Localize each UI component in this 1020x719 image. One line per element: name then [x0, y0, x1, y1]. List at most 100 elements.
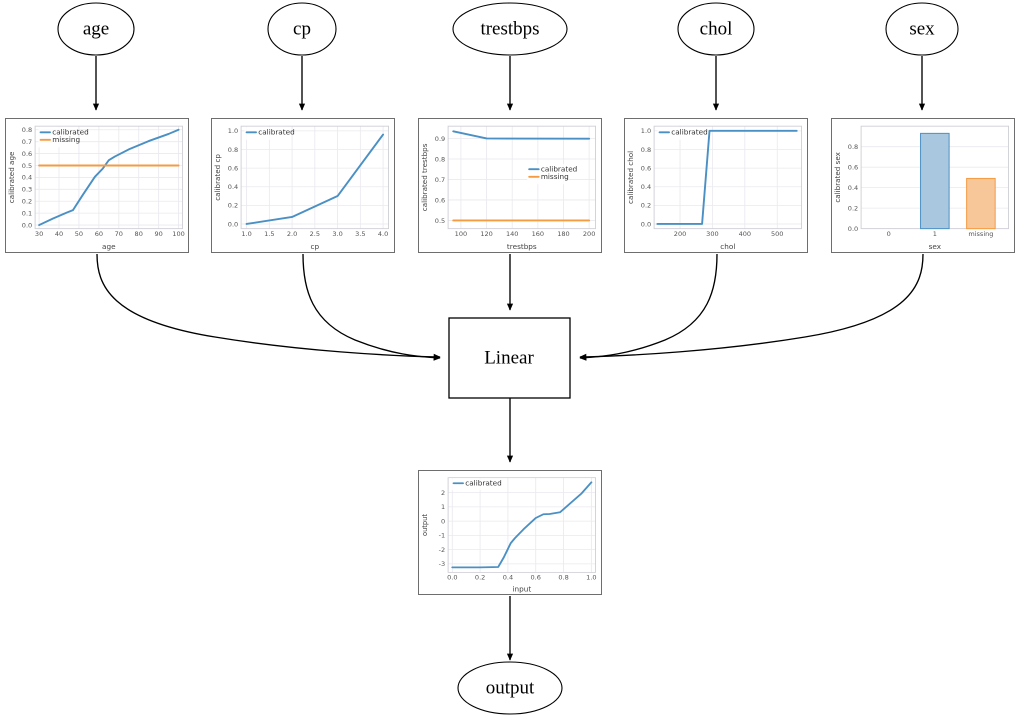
svg-text:0.1: 0.1	[22, 210, 32, 218]
svg-text:0.6: 0.6	[531, 575, 541, 582]
svg-text:300: 300	[706, 230, 718, 238]
svg-text:missing: missing	[52, 135, 80, 144]
svg-text:30: 30	[35, 230, 43, 238]
svg-text:1.0: 1.0	[241, 230, 251, 238]
svg-text:0.6: 0.6	[641, 164, 651, 172]
svg-text:0.9: 0.9	[435, 135, 445, 143]
svg-text:0: 0	[441, 518, 445, 525]
svg-text:0.7: 0.7	[435, 176, 445, 184]
svg-text:200: 200	[674, 230, 686, 238]
node-chol-label: chol	[700, 18, 733, 39]
svg-text:2.0: 2.0	[287, 230, 297, 238]
svg-text:0.2: 0.2	[22, 198, 32, 206]
svg-text:0.4: 0.4	[848, 184, 858, 192]
svg-text:0.4: 0.4	[228, 183, 238, 191]
svg-text:500: 500	[771, 230, 783, 238]
svg-text:0.0: 0.0	[22, 221, 32, 229]
node-chol[interactable]: chol	[677, 2, 755, 56]
svg-text:1: 1	[441, 504, 445, 511]
svg-text:-1: -1	[439, 533, 446, 540]
svg-text:0: 0	[887, 230, 891, 238]
node-cp[interactable]: cp	[267, 2, 337, 56]
svg-text:0.6: 0.6	[228, 164, 238, 172]
svg-text:0.8: 0.8	[641, 146, 651, 154]
svg-text:calibrated: calibrated	[258, 128, 294, 137]
node-cp-label: cp	[293, 18, 311, 39]
svg-text:0.2: 0.2	[641, 202, 651, 210]
svg-text:calibrated age: calibrated age	[7, 151, 16, 203]
svg-text:0.3: 0.3	[22, 186, 32, 194]
svg-text:calibrated trestbps: calibrated trestbps	[420, 143, 429, 211]
svg-text:0.6: 0.6	[22, 150, 32, 158]
svg-text:calibrated: calibrated	[541, 165, 577, 174]
svg-text:missing: missing	[968, 230, 993, 238]
svg-text:-3: -3	[439, 561, 446, 568]
svg-text:3.0: 3.0	[332, 230, 342, 238]
svg-text:calibrated: calibrated	[52, 128, 88, 137]
svg-text:0.2: 0.2	[848, 205, 858, 213]
svg-text:0.8: 0.8	[228, 146, 238, 154]
svg-text:180: 180	[557, 230, 569, 238]
svg-text:0.0: 0.0	[228, 220, 238, 228]
svg-text:400: 400	[739, 230, 751, 238]
svg-text:0.2: 0.2	[228, 202, 238, 210]
node-trestbps[interactable]: trestbps	[452, 2, 568, 56]
svg-text:1.0: 1.0	[228, 127, 238, 135]
svg-text:0.4: 0.4	[641, 183, 651, 191]
svg-text:cp: cp	[311, 242, 320, 251]
svg-text:120: 120	[480, 230, 492, 238]
svg-text:calibrated chol: calibrated chol	[626, 151, 635, 204]
svg-text:chol: chol	[720, 242, 735, 251]
svg-text:70: 70	[115, 230, 123, 238]
node-output[interactable]: output	[457, 661, 563, 715]
svg-text:0.8: 0.8	[22, 126, 32, 134]
edge-sex-chart-to-linear	[579, 253, 924, 360]
svg-text:0.0: 0.0	[447, 575, 457, 582]
svg-text:100: 100	[455, 230, 467, 238]
svg-text:1.0: 1.0	[641, 127, 651, 135]
svg-text:sex: sex	[929, 242, 942, 251]
svg-text:90: 90	[154, 230, 162, 238]
node-age-label: age	[83, 18, 109, 39]
svg-text:0.2: 0.2	[475, 575, 485, 582]
node-linear[interactable]: Linear	[448, 317, 571, 399]
svg-text:80: 80	[135, 230, 143, 238]
svg-text:0.8: 0.8	[435, 155, 445, 163]
svg-text:calibrated cp: calibrated cp	[213, 154, 222, 201]
svg-text:0.8: 0.8	[558, 575, 568, 582]
svg-text:4.0: 4.0	[378, 230, 388, 238]
svg-text:1.0: 1.0	[586, 575, 596, 582]
node-sex-label: sex	[909, 18, 935, 39]
node-output-label: output	[486, 677, 535, 698]
svg-text:calibrated: calibrated	[465, 480, 502, 488]
chol-chart: 0.0 0.2 0.4 0.6 0.8 1.0 200 300 400 500 chol calibr…	[626, 125, 802, 251]
node-trestbps-label: trestbps	[480, 18, 539, 39]
node-sex[interactable]: sex	[885, 2, 959, 56]
svg-text:0.5: 0.5	[435, 217, 445, 225]
svg-text:2: 2	[441, 490, 445, 497]
svg-text:0.6: 0.6	[435, 196, 445, 204]
svg-text:age: age	[102, 242, 116, 251]
svg-text:0.0: 0.0	[641, 220, 651, 228]
svg-text:calibrated sex: calibrated sex	[833, 151, 842, 202]
svg-text:0.4: 0.4	[503, 575, 513, 582]
chol-chart-panel: 0.0 0.2 0.4 0.6 0.8 1.0 200 300 400 500 chol calibr…	[624, 118, 808, 253]
svg-text:0.6: 0.6	[848, 164, 858, 172]
svg-text:missing: missing	[541, 172, 569, 181]
svg-text:0.0: 0.0	[848, 225, 858, 233]
svg-text:input: input	[512, 586, 531, 594]
edge-cp-chart-to-linear	[302, 253, 441, 361]
node-age[interactable]: age	[57, 2, 135, 56]
svg-text:2.5: 2.5	[310, 230, 320, 238]
